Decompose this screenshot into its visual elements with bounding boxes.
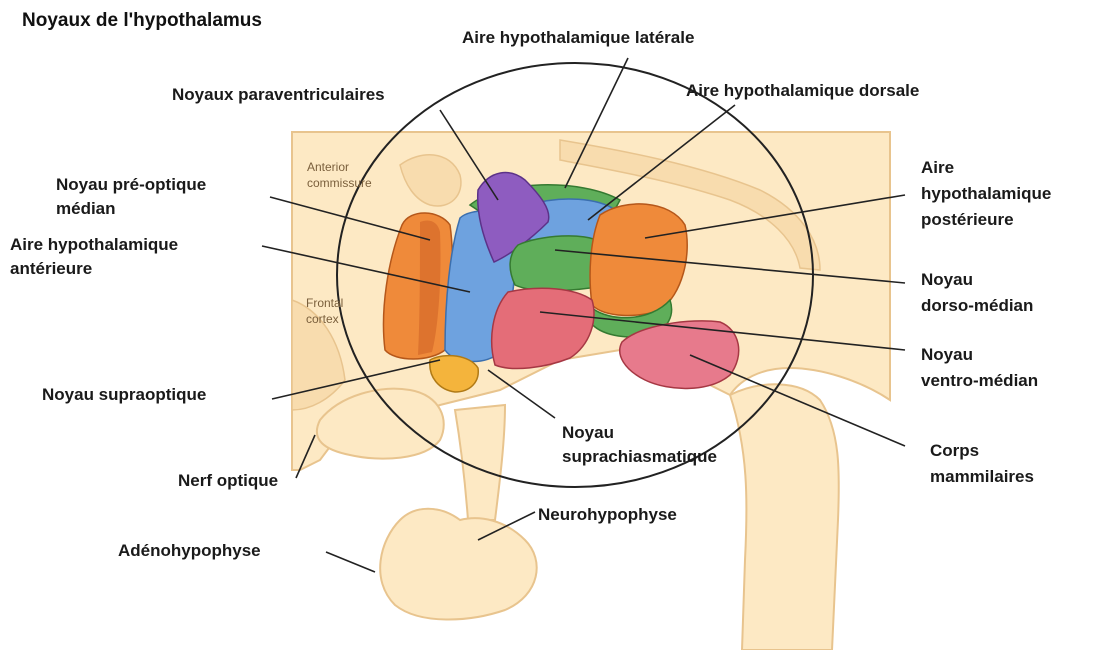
label-posterieure-2: hypothalamique — [921, 183, 1051, 204]
noyau-dorso-median — [510, 236, 602, 291]
label-ventro-1: Noyau — [921, 344, 973, 365]
label-paraventriculaires: Noyaux paraventriculaires — [172, 84, 385, 105]
label-cortex: cortex — [306, 312, 339, 326]
label-commissure: commissure — [307, 176, 372, 190]
label-neurohypophyse: Neurohypophyse — [538, 504, 677, 525]
label-aire-dorsale: Aire hypothalamique dorsale — [686, 80, 919, 101]
label-dorso-2: dorso-médian — [921, 295, 1033, 316]
label-anterieure-1: Aire hypothalamique — [10, 234, 178, 255]
right-stem — [730, 384, 839, 650]
diagram-title: Noyaux de l'hypothalamus — [22, 10, 262, 32]
label-nerf-optique: Nerf optique — [178, 470, 278, 491]
label-preoptique-2: médian — [56, 198, 116, 219]
line-adenohypophyse — [326, 552, 375, 572]
label-suprachiasmatique-1: Noyau — [562, 422, 614, 443]
label-posterieure-1: Aire — [921, 157, 954, 178]
label-anterior: Anterior — [307, 160, 349, 174]
label-suprachiasmatique-2: suprachiasmatique — [562, 446, 717, 467]
pituitary-gland — [380, 509, 537, 620]
label-supraoptique: Noyau supraoptique — [42, 384, 206, 405]
label-posterieure-3: postérieure — [921, 209, 1014, 230]
label-anterieure-2: antérieure — [10, 258, 92, 279]
label-mammilaires-2: mammilaires — [930, 466, 1034, 487]
label-adenohypophyse: Adénohypophyse — [118, 540, 261, 561]
label-frontal: Frontal — [306, 296, 343, 310]
label-aire-laterale: Aire hypothalamique latérale — [462, 27, 694, 48]
label-ventro-2: ventro-médian — [921, 370, 1038, 391]
label-dorso-1: Noyau — [921, 269, 973, 290]
label-mammilaires-1: Corps — [930, 440, 979, 461]
label-preoptique-1: Noyau pré-optique — [56, 174, 206, 195]
